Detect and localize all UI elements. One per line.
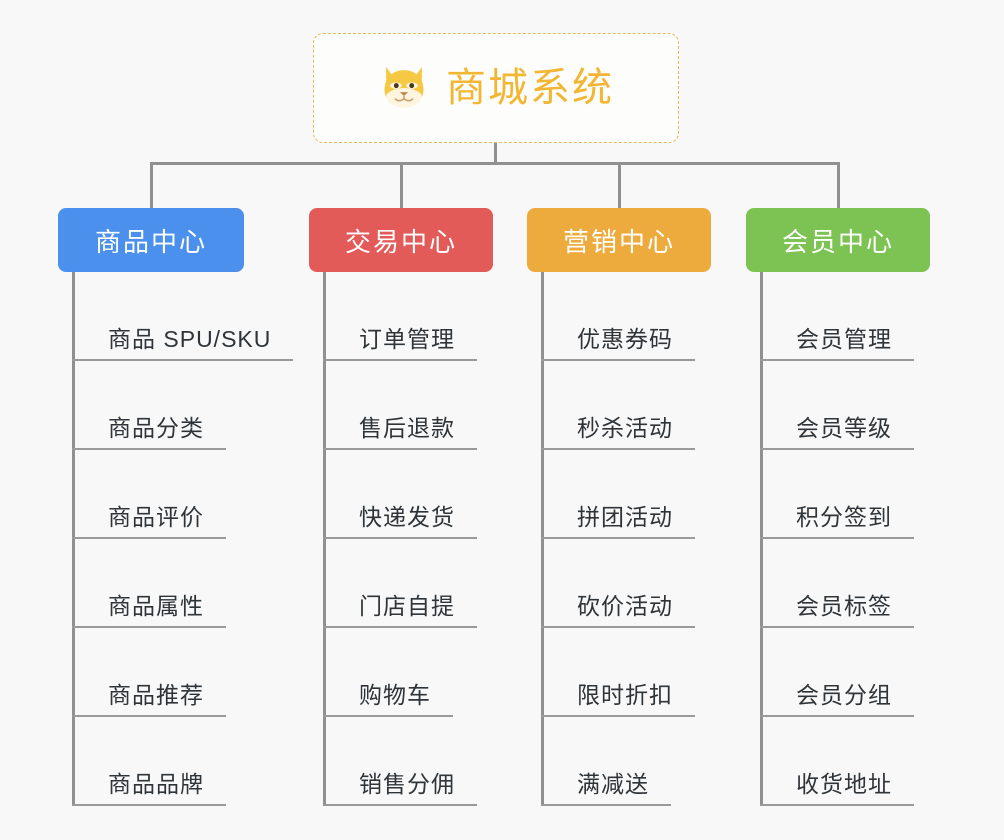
leaf-item[interactable]: 砍价活动 (541, 539, 711, 628)
leaf-label: 秒杀活动 (577, 414, 673, 441)
leaf-stack-3: 优惠券码 秒杀活动 拼团活动 砍价活动 限时折扣 满减送 (541, 272, 711, 806)
leaf-item[interactable]: 商品评价 (72, 450, 244, 539)
spine-2 (323, 272, 326, 806)
leaf-label: 购物车 (359, 681, 431, 708)
leaf-item[interactable]: 满减送 (541, 717, 711, 806)
category-label-2: 交易中心 (344, 226, 457, 257)
leaf-label: 拼团活动 (577, 503, 673, 530)
connector-drop-1 (150, 162, 153, 208)
leaf-label: 商品品牌 (108, 770, 204, 797)
leaf-item[interactable]: 拼团活动 (541, 450, 711, 539)
category-header-2[interactable]: 交易中心 (309, 208, 493, 272)
leaf-label: 快递发货 (359, 503, 455, 530)
leaf-label: 限时折扣 (577, 681, 673, 708)
leaf-item[interactable]: 会员管理 (760, 272, 930, 361)
category-header-3[interactable]: 营销中心 (527, 208, 711, 272)
leaf-label: 售后退款 (359, 414, 455, 441)
leaf-item[interactable]: 商品品牌 (72, 717, 244, 806)
leaf-label: 会员分组 (796, 681, 892, 708)
leaf-label: 商品 SPU/SKU (108, 325, 272, 352)
connector-drop-2 (400, 162, 403, 208)
leaf-label: 商品分类 (108, 414, 204, 441)
category-label-3: 营销中心 (562, 226, 675, 257)
spine-3 (541, 272, 544, 806)
leaf-item[interactable]: 限时折扣 (541, 628, 711, 717)
category-label-1: 商品中心 (94, 226, 207, 257)
leaf-item[interactable]: 会员等级 (760, 361, 930, 450)
leaf-label: 商品推荐 (108, 681, 204, 708)
leaf-stack-4: 会员管理 会员等级 积分签到 会员标签 会员分组 收货地址 (760, 272, 930, 806)
leaf-label: 商品评价 (108, 503, 204, 530)
category-label-4: 会员中心 (781, 226, 894, 257)
leaf-label: 优惠券码 (577, 325, 673, 352)
shiba-dog-face-icon (384, 66, 424, 108)
leaf-item[interactable]: 快递发货 (323, 450, 493, 539)
leaf-item[interactable]: 秒杀活动 (541, 361, 711, 450)
leaf-item[interactable]: 会员分组 (760, 628, 930, 717)
spine-4 (760, 272, 763, 806)
leaf-item[interactable]: 收货地址 (760, 717, 930, 806)
connector-horizontal-bar (150, 162, 840, 165)
leaf-label: 积分签到 (796, 503, 892, 530)
leaf-item[interactable]: 积分签到 (760, 450, 930, 539)
leaf-item[interactable]: 购物车 (323, 628, 493, 717)
leaf-item[interactable]: 门店自提 (323, 539, 493, 628)
connector-root-stub (494, 143, 497, 164)
category-header-4[interactable]: 会员中心 (746, 208, 930, 272)
branch-column-3: 营销中心 优惠券码 秒杀活动 拼团活动 砍价活动 限时折扣 满减送 (527, 208, 711, 806)
leaf-label: 会员等级 (796, 414, 892, 441)
leaf-item[interactable]: 商品分类 (72, 361, 244, 450)
leaf-label: 门店自提 (359, 592, 455, 619)
leaf-item[interactable]: 商品 SPU/SKU (72, 272, 294, 361)
leaf-label: 收货地址 (796, 770, 892, 797)
leaf-stack-1: 商品 SPU/SKU 商品分类 商品评价 商品属性 商品推荐 商品品牌 (72, 272, 294, 806)
leaf-label: 砍价活动 (577, 592, 673, 619)
leaf-stack-2: 订单管理 售后退款 快递发货 门店自提 购物车 销售分佣 (323, 272, 493, 806)
leaf-item[interactable]: 商品推荐 (72, 628, 244, 717)
spine-1 (72, 272, 75, 806)
leaf-label: 满减送 (577, 770, 649, 797)
leaf-label: 订单管理 (359, 325, 455, 352)
leaf-label: 会员管理 (796, 325, 892, 352)
leaf-item[interactable]: 销售分佣 (323, 717, 493, 806)
leaf-item[interactable]: 售后退款 (323, 361, 493, 450)
leaf-label: 销售分佣 (359, 770, 455, 797)
leaf-label: 会员标签 (796, 592, 892, 619)
connector-drop-4 (837, 162, 840, 208)
leaf-label: 商品属性 (108, 592, 204, 619)
branch-column-4: 会员中心 会员管理 会员等级 积分签到 会员标签 会员分组 收货地址 (746, 208, 930, 806)
root-node[interactable]: 商城系统 (313, 33, 679, 143)
leaf-item[interactable]: 优惠券码 (541, 272, 711, 361)
leaf-item[interactable]: 订单管理 (323, 272, 493, 361)
root-title: 商城系统 (446, 66, 614, 110)
connector-drop-3 (618, 162, 621, 208)
branch-column-1: 商品中心 商品 SPU/SKU 商品分类 商品评价 商品属性 商品推荐 商品品牌 (58, 208, 294, 806)
category-header-1[interactable]: 商品中心 (58, 208, 244, 272)
leaf-item[interactable]: 商品属性 (72, 539, 244, 628)
branch-column-2: 交易中心 订单管理 售后退款 快递发货 门店自提 购物车 销售分佣 (309, 208, 493, 806)
leaf-item[interactable]: 会员标签 (760, 539, 930, 628)
